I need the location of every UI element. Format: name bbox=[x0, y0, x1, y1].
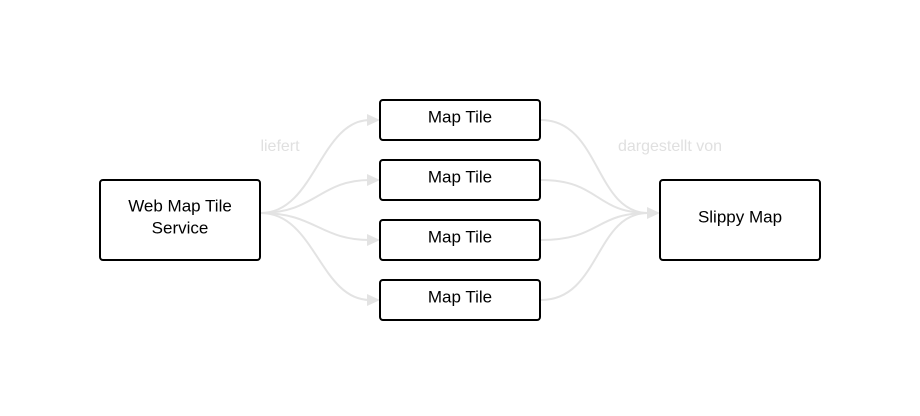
delivers-edges bbox=[260, 114, 380, 306]
node-map-tile-4: Map Tile bbox=[379, 279, 541, 321]
edge-tile-2-to-target bbox=[540, 179, 649, 214]
node-map-tile-2-label: Map Tile bbox=[428, 167, 492, 186]
node-slippy-map-box bbox=[659, 179, 821, 261]
node-map-tile-4-label: Map Tile bbox=[428, 287, 492, 306]
arrowhead-tile-1 bbox=[367, 114, 380, 126]
edge-source-to-tile-1 bbox=[260, 119, 371, 214]
node-web-map-tile-service: Web Map Tile Service bbox=[99, 179, 261, 261]
arrowhead-tile-2 bbox=[367, 174, 380, 186]
edge-label-delivers: liefert bbox=[260, 138, 300, 155]
edge-source-to-tile-4 bbox=[260, 212, 371, 301]
node-map-tile-3: Map Tile bbox=[379, 219, 541, 261]
node-map-tile-1-label: Map Tile bbox=[428, 107, 492, 126]
edge-tile-1-to-target bbox=[540, 119, 649, 214]
edge-source-to-tile-2 bbox=[260, 179, 371, 214]
node-map-tile-3-label: Map Tile bbox=[428, 227, 492, 246]
edge-label-displayed-by: dargestellt von bbox=[618, 138, 722, 155]
node-slippy-map-label: Slippy Map bbox=[698, 207, 782, 226]
arrowhead-target bbox=[647, 207, 660, 219]
node-map-tile-1-box bbox=[379, 99, 541, 141]
node-slippy-map: Slippy Map bbox=[659, 179, 821, 261]
arrowhead-tile-4 bbox=[367, 294, 380, 306]
edge-tile-3-to-target bbox=[540, 212, 649, 241]
node-web-map-tile-service-box bbox=[99, 179, 261, 261]
node-web-map-tile-service-label-line-2: Service bbox=[152, 218, 209, 237]
node-web-map-tile-service-label-line-1: Web Map Tile bbox=[128, 196, 232, 215]
edge-source-to-tile-3 bbox=[260, 212, 371, 241]
node-map-tile-2: Map Tile bbox=[379, 159, 541, 201]
edge-tile-4-to-target bbox=[540, 212, 649, 301]
node-map-tile-2-box bbox=[379, 159, 541, 201]
node-map-tile-3-box bbox=[379, 219, 541, 261]
arrowhead-tile-3 bbox=[367, 234, 380, 246]
displayed-by-edges bbox=[540, 119, 660, 301]
node-map-tile-4-box bbox=[379, 279, 541, 321]
node-map-tile-1: Map Tile bbox=[379, 99, 541, 141]
